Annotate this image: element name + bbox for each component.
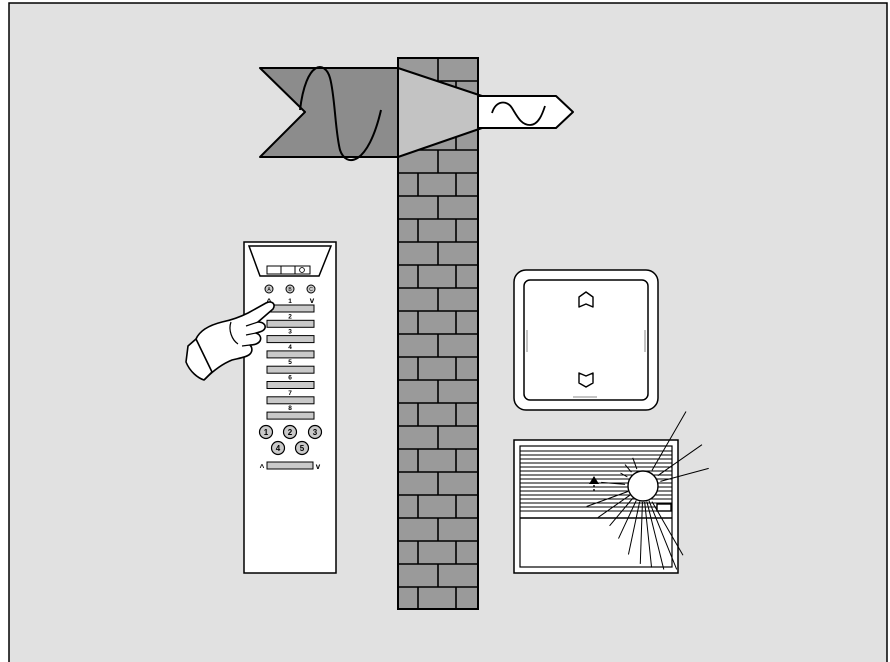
channel-number-label: 8 bbox=[288, 405, 292, 412]
radio-signal bbox=[259, 66, 574, 161]
sun-ray bbox=[624, 464, 632, 473]
channel-number-label: 7 bbox=[288, 390, 292, 397]
top-button-c[interactable] bbox=[306, 284, 316, 294]
group-buttons: 1 2 3 4 5 bbox=[258, 424, 323, 456]
channel-number-label: 4 bbox=[288, 344, 292, 351]
slider-up-mark: ^ bbox=[260, 463, 265, 472]
sun-ray bbox=[639, 501, 643, 564]
channel-button[interactable] bbox=[266, 319, 315, 328]
channel-button[interactable] bbox=[266, 365, 315, 374]
channel-button[interactable] bbox=[266, 381, 315, 389]
sine-wave-icon bbox=[299, 66, 382, 161]
sine-wave-icon bbox=[491, 101, 546, 126]
pointing-hand-icon bbox=[185, 301, 275, 381]
channel-button[interactable] bbox=[266, 396, 315, 405]
sun-ray bbox=[609, 497, 634, 527]
remote-display-cell bbox=[266, 265, 282, 275]
sun-sensor bbox=[656, 503, 672, 512]
remote-body bbox=[243, 241, 337, 574]
top-button-c-label: C bbox=[309, 287, 313, 293]
arrow-up-icon bbox=[589, 476, 599, 484]
sun-ray bbox=[648, 500, 678, 570]
top-button-a-label: A bbox=[267, 287, 271, 293]
group-button-label: 4 bbox=[276, 444, 281, 453]
group-button[interactable] bbox=[282, 424, 298, 440]
switch-rocker[interactable] bbox=[523, 279, 649, 401]
sun-ray bbox=[651, 411, 687, 471]
top-button-b[interactable] bbox=[285, 284, 295, 294]
sun-ray bbox=[586, 491, 629, 507]
channel-buttons: 1 2 3 4 5 6 7 8 bbox=[266, 298, 315, 420]
channel-number-label: 6 bbox=[288, 375, 292, 382]
group-button[interactable] bbox=[270, 440, 286, 456]
sun-ray bbox=[646, 501, 665, 570]
sun-ray bbox=[657, 444, 703, 477]
top-button-a[interactable] bbox=[264, 284, 274, 294]
channel-button[interactable] bbox=[266, 335, 315, 344]
group-button-label: 1 bbox=[264, 428, 269, 437]
blind-up-icon bbox=[578, 291, 594, 308]
channel-number-label: 5 bbox=[288, 359, 292, 366]
top-button-b-label: B bbox=[288, 287, 292, 293]
sun-ray bbox=[660, 467, 709, 482]
all-channel-slider[interactable] bbox=[266, 461, 314, 470]
group-button[interactable] bbox=[307, 424, 323, 440]
group-button[interactable] bbox=[258, 424, 274, 440]
group-button-label: 5 bbox=[300, 444, 305, 453]
sun-ray bbox=[644, 501, 653, 568]
channel-button[interactable] bbox=[266, 350, 315, 359]
hand-cuff bbox=[185, 338, 213, 381]
group-button-label: 2 bbox=[288, 428, 293, 437]
channel-button[interactable] bbox=[266, 411, 315, 420]
sun-ray bbox=[597, 494, 631, 518]
sun-icon bbox=[627, 470, 659, 502]
group-button-label: 3 bbox=[313, 428, 318, 437]
signal-arrow-small bbox=[477, 95, 574, 129]
down-mark: v bbox=[310, 296, 315, 305]
slider-down-mark: v bbox=[316, 462, 321, 471]
remote-display-cell bbox=[280, 265, 296, 275]
blind-down-icon bbox=[578, 372, 594, 388]
sun-ray bbox=[618, 500, 637, 539]
sun-ray bbox=[627, 501, 641, 555]
channel-number-label: 3 bbox=[288, 329, 292, 336]
window-blind-icon bbox=[513, 411, 709, 574]
sun-ray bbox=[620, 472, 628, 478]
channel-number-label: 2 bbox=[288, 313, 292, 320]
blind-switch-icon bbox=[513, 269, 659, 411]
group-button[interactable] bbox=[294, 440, 310, 456]
sun-ray bbox=[632, 457, 638, 470]
signal-arrow-large bbox=[259, 67, 399, 158]
remote-display-indicator bbox=[299, 267, 305, 273]
window-pane bbox=[519, 445, 673, 568]
channel-number-label: 1 bbox=[288, 298, 292, 305]
sun-rays bbox=[586, 411, 709, 570]
sun-ray bbox=[601, 481, 626, 485]
